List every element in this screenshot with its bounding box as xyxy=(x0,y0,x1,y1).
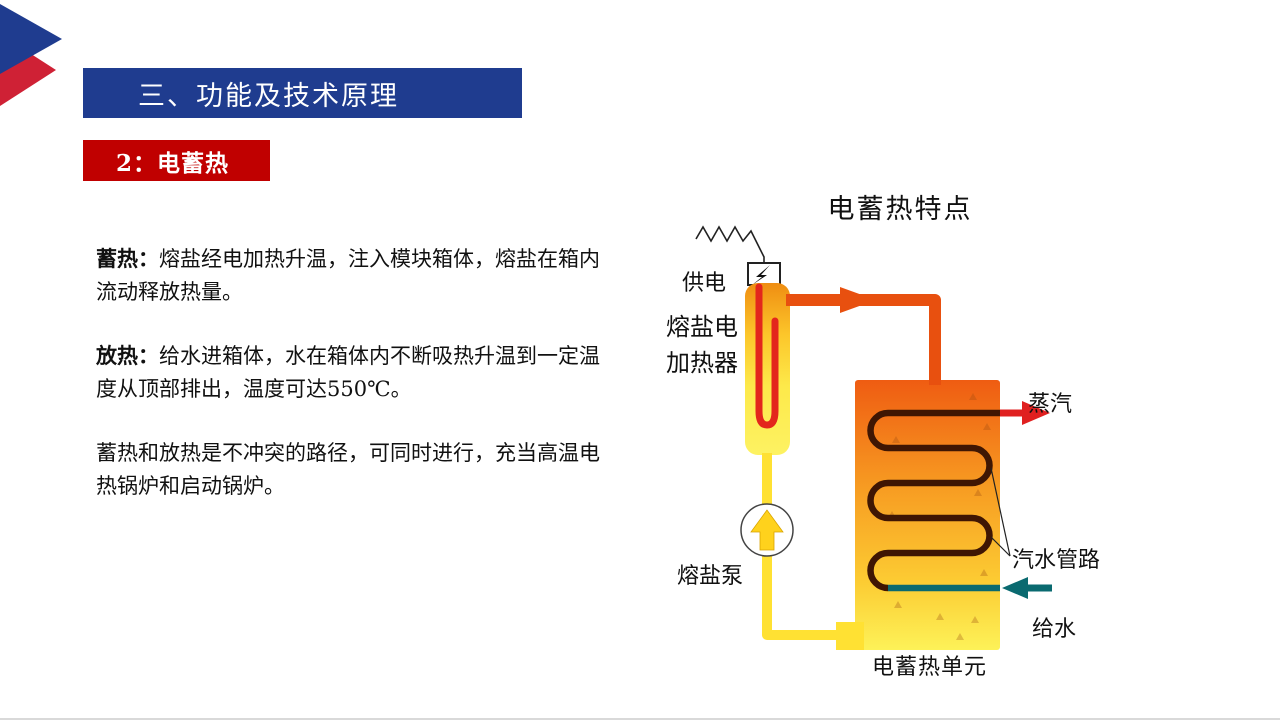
lightning-icon xyxy=(752,265,770,285)
hot-salt-arrow-icon xyxy=(840,287,876,313)
pipes-pointer-lines xyxy=(990,467,1011,557)
hot-salt-pipe xyxy=(786,294,941,385)
paragraph-storage: 蓄热：熔盐经电加热升温，注入模块箱体，熔盐在箱内流动释放热量。 xyxy=(96,243,618,308)
coil xyxy=(867,409,1000,592)
section-title-bar: 三、功能及技术原理 xyxy=(83,68,522,118)
power-supply-label: 供电 xyxy=(682,271,727,296)
heater-cylinder xyxy=(745,283,790,455)
corner-chevron-decoration xyxy=(0,4,62,106)
paragraph-storage-label: 蓄热： xyxy=(96,246,159,271)
diagram-canvas xyxy=(695,225,1052,650)
pipes-label: 汽水管路 xyxy=(1012,548,1101,573)
paragraph-note: 蓄热和放热是不冲突的路径，可同时进行，充当高温电热锅炉和启动锅炉。 xyxy=(96,437,618,502)
paragraph-storage-text: 熔盐经电加热升温，注入模块箱体，熔盐在箱内流动释放热量。 xyxy=(96,247,600,304)
paragraph-note-text: 蓄热和放热是不冲突的路径，可同时进行，充当高温电热锅炉和启动锅炉。 xyxy=(96,441,600,498)
pump-up-arrow-icon xyxy=(750,509,784,551)
subsection-badge-label: 2：电蓄热 xyxy=(116,149,230,177)
paragraph-release-label: 放热： xyxy=(96,343,159,369)
blue-chevron-icon xyxy=(0,4,62,74)
section-title: 三、功能及技术原理 xyxy=(138,80,399,112)
paragraph-release: 放热：给水进箱体，水在箱体内不断吸热升温到一定温度从顶部排出，温度可达550℃。 xyxy=(96,340,618,405)
heater-label: 熔盐电 加热器 xyxy=(666,313,738,377)
steam-label: 蒸汽 xyxy=(1028,392,1073,417)
pump-label: 熔盐泵 xyxy=(677,564,744,589)
heat-storage-diagram: 电蓄热特点 供电 熔盐电 加热器 熔盐泵 蒸汽 汽水管路 给水 电蓄热单元 xyxy=(640,185,1110,710)
power-zigzag-wire xyxy=(695,225,765,263)
heater-element xyxy=(755,283,779,429)
unit-label: 电蓄热单元 xyxy=(872,655,988,680)
paragraph-release-text: 给水进箱体，水在箱体内不断吸热升温到一定温度从顶部排出，温度可达550℃。 xyxy=(96,344,600,401)
tank-speckles xyxy=(888,393,991,640)
slide-bottom-border xyxy=(0,718,1280,720)
feedwater-label: 给水 xyxy=(1032,617,1077,642)
subsection-badge: 2：电蓄热 xyxy=(83,140,270,181)
steam-arrow-icon xyxy=(1022,401,1050,425)
feedwater-arrow-icon xyxy=(1002,577,1028,599)
power-supply-box xyxy=(747,262,781,286)
diagram-title: 电蓄热特点 xyxy=(827,194,973,225)
body-text: 蓄热：熔盐经电加热升温，注入模块箱体，熔盐在箱内流动释放热量。 放热：给水进箱体… xyxy=(96,243,618,534)
